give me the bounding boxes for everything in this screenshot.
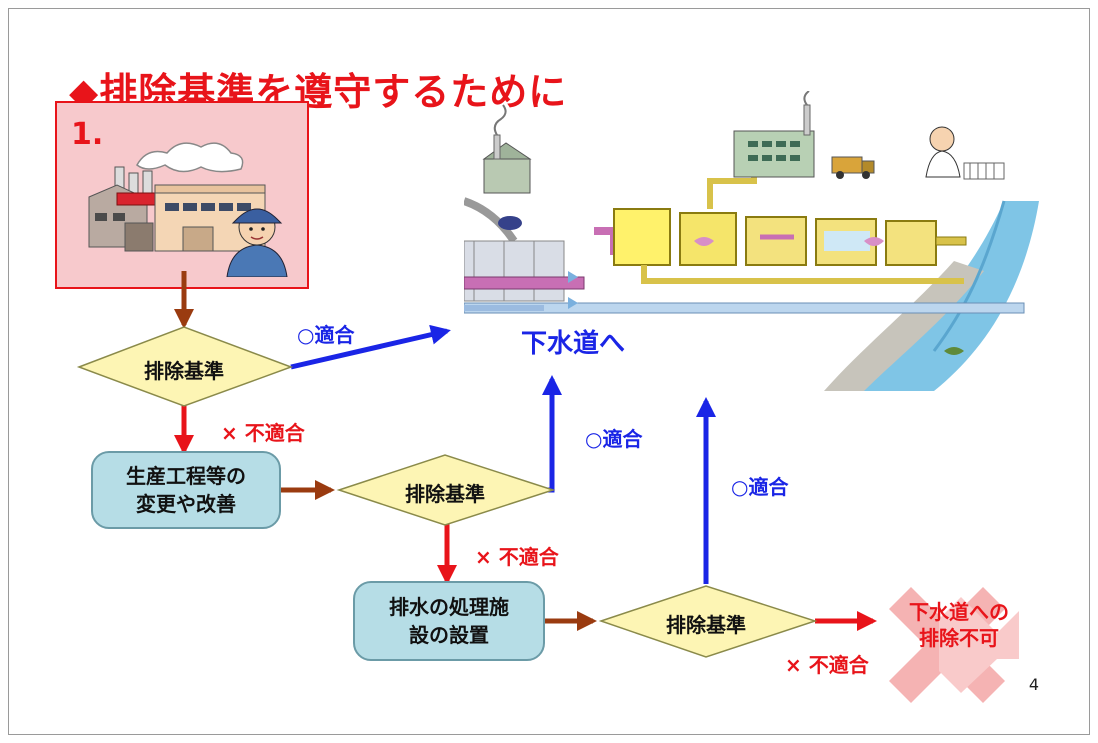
cross-mark-icon — [889, 587, 1019, 703]
page-number: 4 — [1028, 675, 1039, 694]
process-1-line-1: 生産工程等の — [126, 464, 246, 488]
arrow-decision2-pass — [531, 375, 562, 493]
fail-label-1: × 不適合 — [221, 421, 305, 445]
decision-diamond-1 — [76, 326, 294, 407]
process-box-1: 生産工程等の 変更や改善 — [91, 451, 281, 529]
result-rejected-line-2: 排除不可 — [919, 626, 999, 650]
process-2-line-1: 排水の処理施 — [389, 595, 509, 619]
result-rejected: 下水道への 排除不可 — [889, 599, 1029, 651]
flow-arrows — [76, 271, 1019, 703]
decision-diamond-3 — [598, 585, 818, 658]
result-rejected-line-1: 下水道への — [909, 600, 1009, 624]
factory-box: 1. — [55, 101, 309, 289]
process-2-line-2: 設の設置 — [409, 623, 489, 647]
fail-label-3: × 不適合 — [785, 653, 869, 677]
destination-sewer: 下水道へ — [521, 329, 626, 359]
step-number: 1. — [71, 117, 104, 152]
decision-2-label: 排除基準 — [405, 482, 485, 506]
decision-diamond-2 — [336, 454, 556, 526]
sewer-treatment-illustration — [464, 91, 1039, 391]
decision-1-label: 排除基準 — [144, 359, 224, 383]
fail-label-2: × 不適合 — [475, 545, 559, 569]
pass-label-1: ○適合 — [297, 323, 355, 347]
process-box-2: 排水の処理施 設の設置 — [353, 581, 545, 661]
worker-avatar — [226, 208, 288, 277]
pass-label-3: ○適合 — [731, 475, 789, 499]
process-1-line-2: 変更や改善 — [136, 492, 236, 516]
arrow-decision1-pass — [290, 324, 451, 370]
slide: ◆排除基準を遵守するために 1. — [8, 8, 1090, 735]
factory-illustration — [88, 142, 288, 277]
decision-3-label: 排除基準 — [666, 613, 746, 637]
pass-label-2: ○適合 — [585, 427, 643, 451]
